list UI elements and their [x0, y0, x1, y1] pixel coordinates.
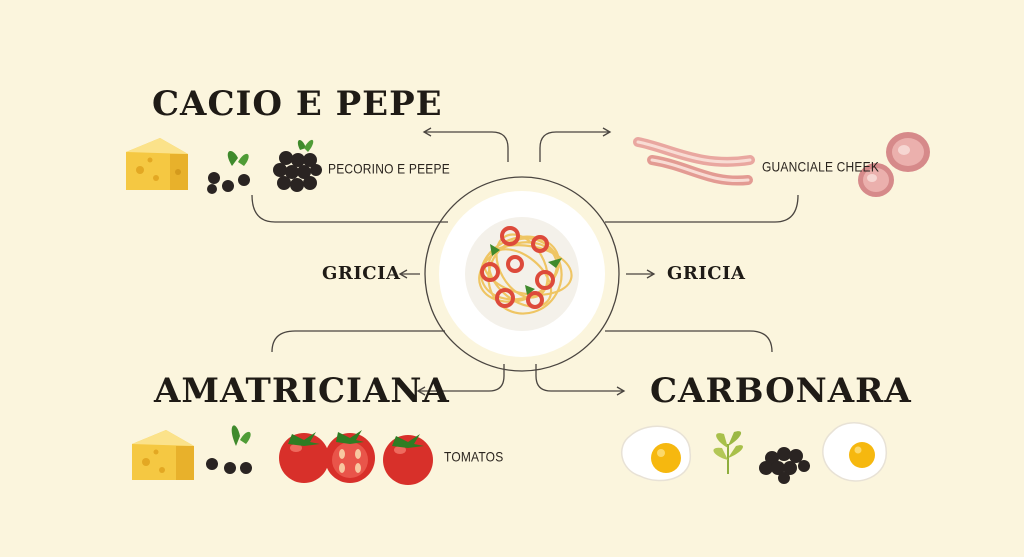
connector-guanciale — [605, 194, 799, 223]
gricia-label-left: GRICIA — [322, 263, 401, 284]
arrow-up-left — [422, 127, 509, 162]
tomato-icon — [279, 432, 329, 483]
black-pepper-pile-icon — [273, 139, 322, 192]
arrow-up-right — [539, 127, 612, 162]
connector-carbonara — [605, 330, 773, 353]
recipe-title-carbonara: CARBONARA — [650, 371, 912, 411]
cheese-icon — [126, 138, 188, 190]
black-pepper-pile-icon — [759, 447, 810, 484]
pepper-basil-icon — [206, 425, 252, 474]
arrow-down-left — [416, 364, 505, 396]
spaghetti-plate-icon — [424, 176, 620, 372]
recipe-title-cacio-e-pepe: CACIO E PEPE — [152, 84, 443, 124]
ingredient-label-pecorino: PECORINO E PEEPE — [328, 160, 450, 178]
connector-lines — [251, 127, 799, 396]
tomato-icon — [383, 434, 433, 485]
egg-icon — [620, 425, 691, 482]
pepper-basil-icon — [207, 151, 250, 194]
connector-amatriciana — [271, 330, 445, 353]
guanciale-slices-icon — [858, 132, 930, 197]
egg-icon — [822, 422, 887, 482]
arrow-down-right — [535, 364, 626, 396]
connector-cacio — [251, 194, 448, 223]
recipe-title-amatriciana: AMATRICIANA — [154, 371, 450, 411]
herb-sprig-icon — [713, 431, 743, 474]
gricia-label-right: GRICIA — [667, 263, 746, 284]
ingredient-label-tomatos: TOMATOS — [444, 448, 504, 466]
cheese-icon — [132, 430, 194, 480]
bacon-strips-icon — [633, 137, 755, 186]
tomato-half-icon — [325, 430, 375, 483]
ingredient-label-guanciale: GUANCIALE CHEEK — [762, 158, 880, 176]
